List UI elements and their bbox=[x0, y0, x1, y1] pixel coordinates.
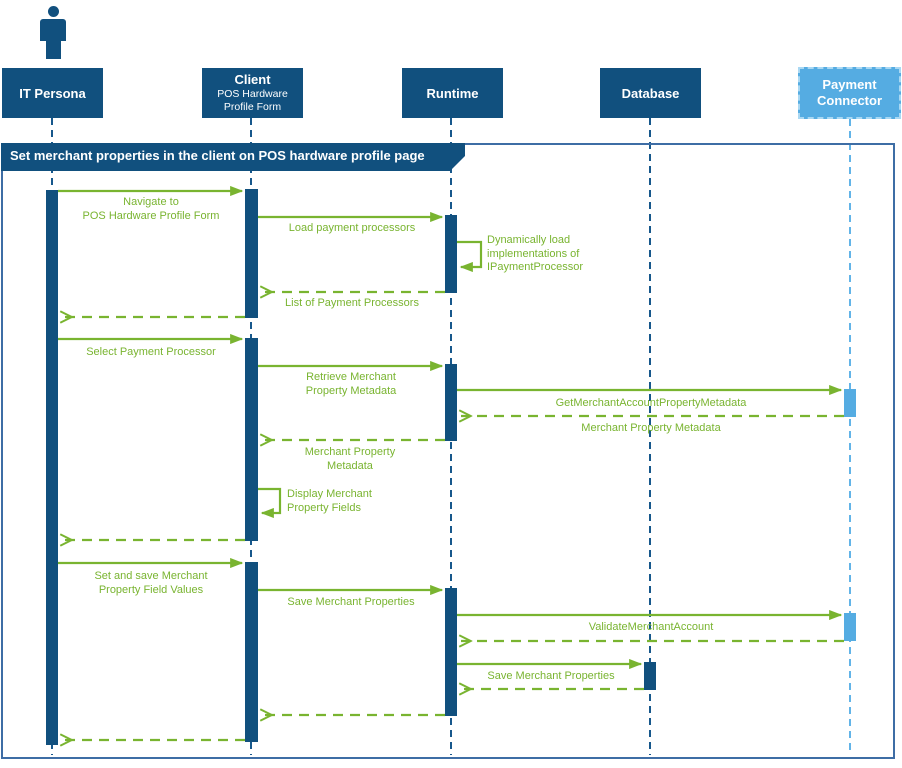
label-validate-account: ValidateMerchantAccount bbox=[588, 621, 714, 633]
lifeline-head-payment-connector: Payment Connector bbox=[798, 67, 901, 119]
label-select-processor: Select Payment Processor bbox=[86, 346, 216, 358]
activation-client-2 bbox=[245, 338, 258, 541]
lifeline-head-it-persona: IT Persona bbox=[2, 68, 103, 118]
actor-head bbox=[47, 6, 59, 17]
activation-payment-connector-1 bbox=[844, 389, 856, 417]
actor-legs bbox=[45, 41, 61, 59]
label-list-processors: List of Payment Processors bbox=[285, 297, 419, 309]
lifeline-label: Database bbox=[621, 85, 680, 101]
lifeline-head-database: Database bbox=[600, 68, 701, 118]
lifeline-sublabel: POS Hardware Profile Form bbox=[217, 88, 288, 113]
actor-torso bbox=[40, 19, 66, 41]
activation-runtime-2 bbox=[445, 364, 457, 441]
arrow-dynamic-load-self bbox=[457, 240, 483, 273]
activation-payment-connector-2 bbox=[844, 613, 856, 641]
lifeline-label: Runtime bbox=[426, 85, 479, 101]
activation-client-1 bbox=[245, 189, 258, 318]
label-retrieve-metadata: Retrieve Merchant Property Metadata bbox=[305, 371, 397, 397]
label-save-properties: Save Merchant Properties bbox=[287, 596, 415, 608]
activation-it-persona bbox=[46, 190, 58, 745]
label-dynamic-load: Dynamically load implementations of IPay… bbox=[487, 234, 583, 273]
label-save-properties-db: Save Merchant Properties bbox=[487, 670, 615, 682]
lifeline-head-client: Client POS Hardware Profile Form bbox=[202, 68, 303, 118]
activation-client-3 bbox=[245, 562, 258, 742]
label-load-processors: Load payment processors bbox=[288, 222, 416, 234]
lifeline-label: Payment Connector bbox=[817, 77, 882, 108]
activation-runtime-3 bbox=[445, 588, 457, 716]
arrow-display-fields-self bbox=[258, 487, 282, 519]
frame-title: Set merchant properties in the client on… bbox=[1, 143, 465, 171]
actor-person-icon bbox=[37, 6, 69, 64]
label-merchant-metadata-return: Merchant Property Metadata bbox=[581, 422, 721, 434]
activation-database bbox=[644, 662, 656, 690]
label-set-save-values: Set and save Merchant Property Field Val… bbox=[94, 570, 208, 596]
lifeline-label: IT Persona bbox=[19, 85, 86, 101]
label-merchant-metadata-to-client: Merchant Property Metadata bbox=[304, 446, 396, 472]
lifeline-head-runtime: Runtime bbox=[402, 68, 503, 118]
activation-runtime-1 bbox=[445, 215, 457, 293]
label-get-merchant-metadata: GetMerchantAccountPropertyMetadata bbox=[555, 397, 747, 409]
lifeline-label: Client bbox=[234, 72, 271, 87]
label-display-fields: Display Merchant Property Fields bbox=[287, 488, 372, 514]
label-navigate: Navigate to POS Hardware Profile Form bbox=[82, 196, 220, 222]
